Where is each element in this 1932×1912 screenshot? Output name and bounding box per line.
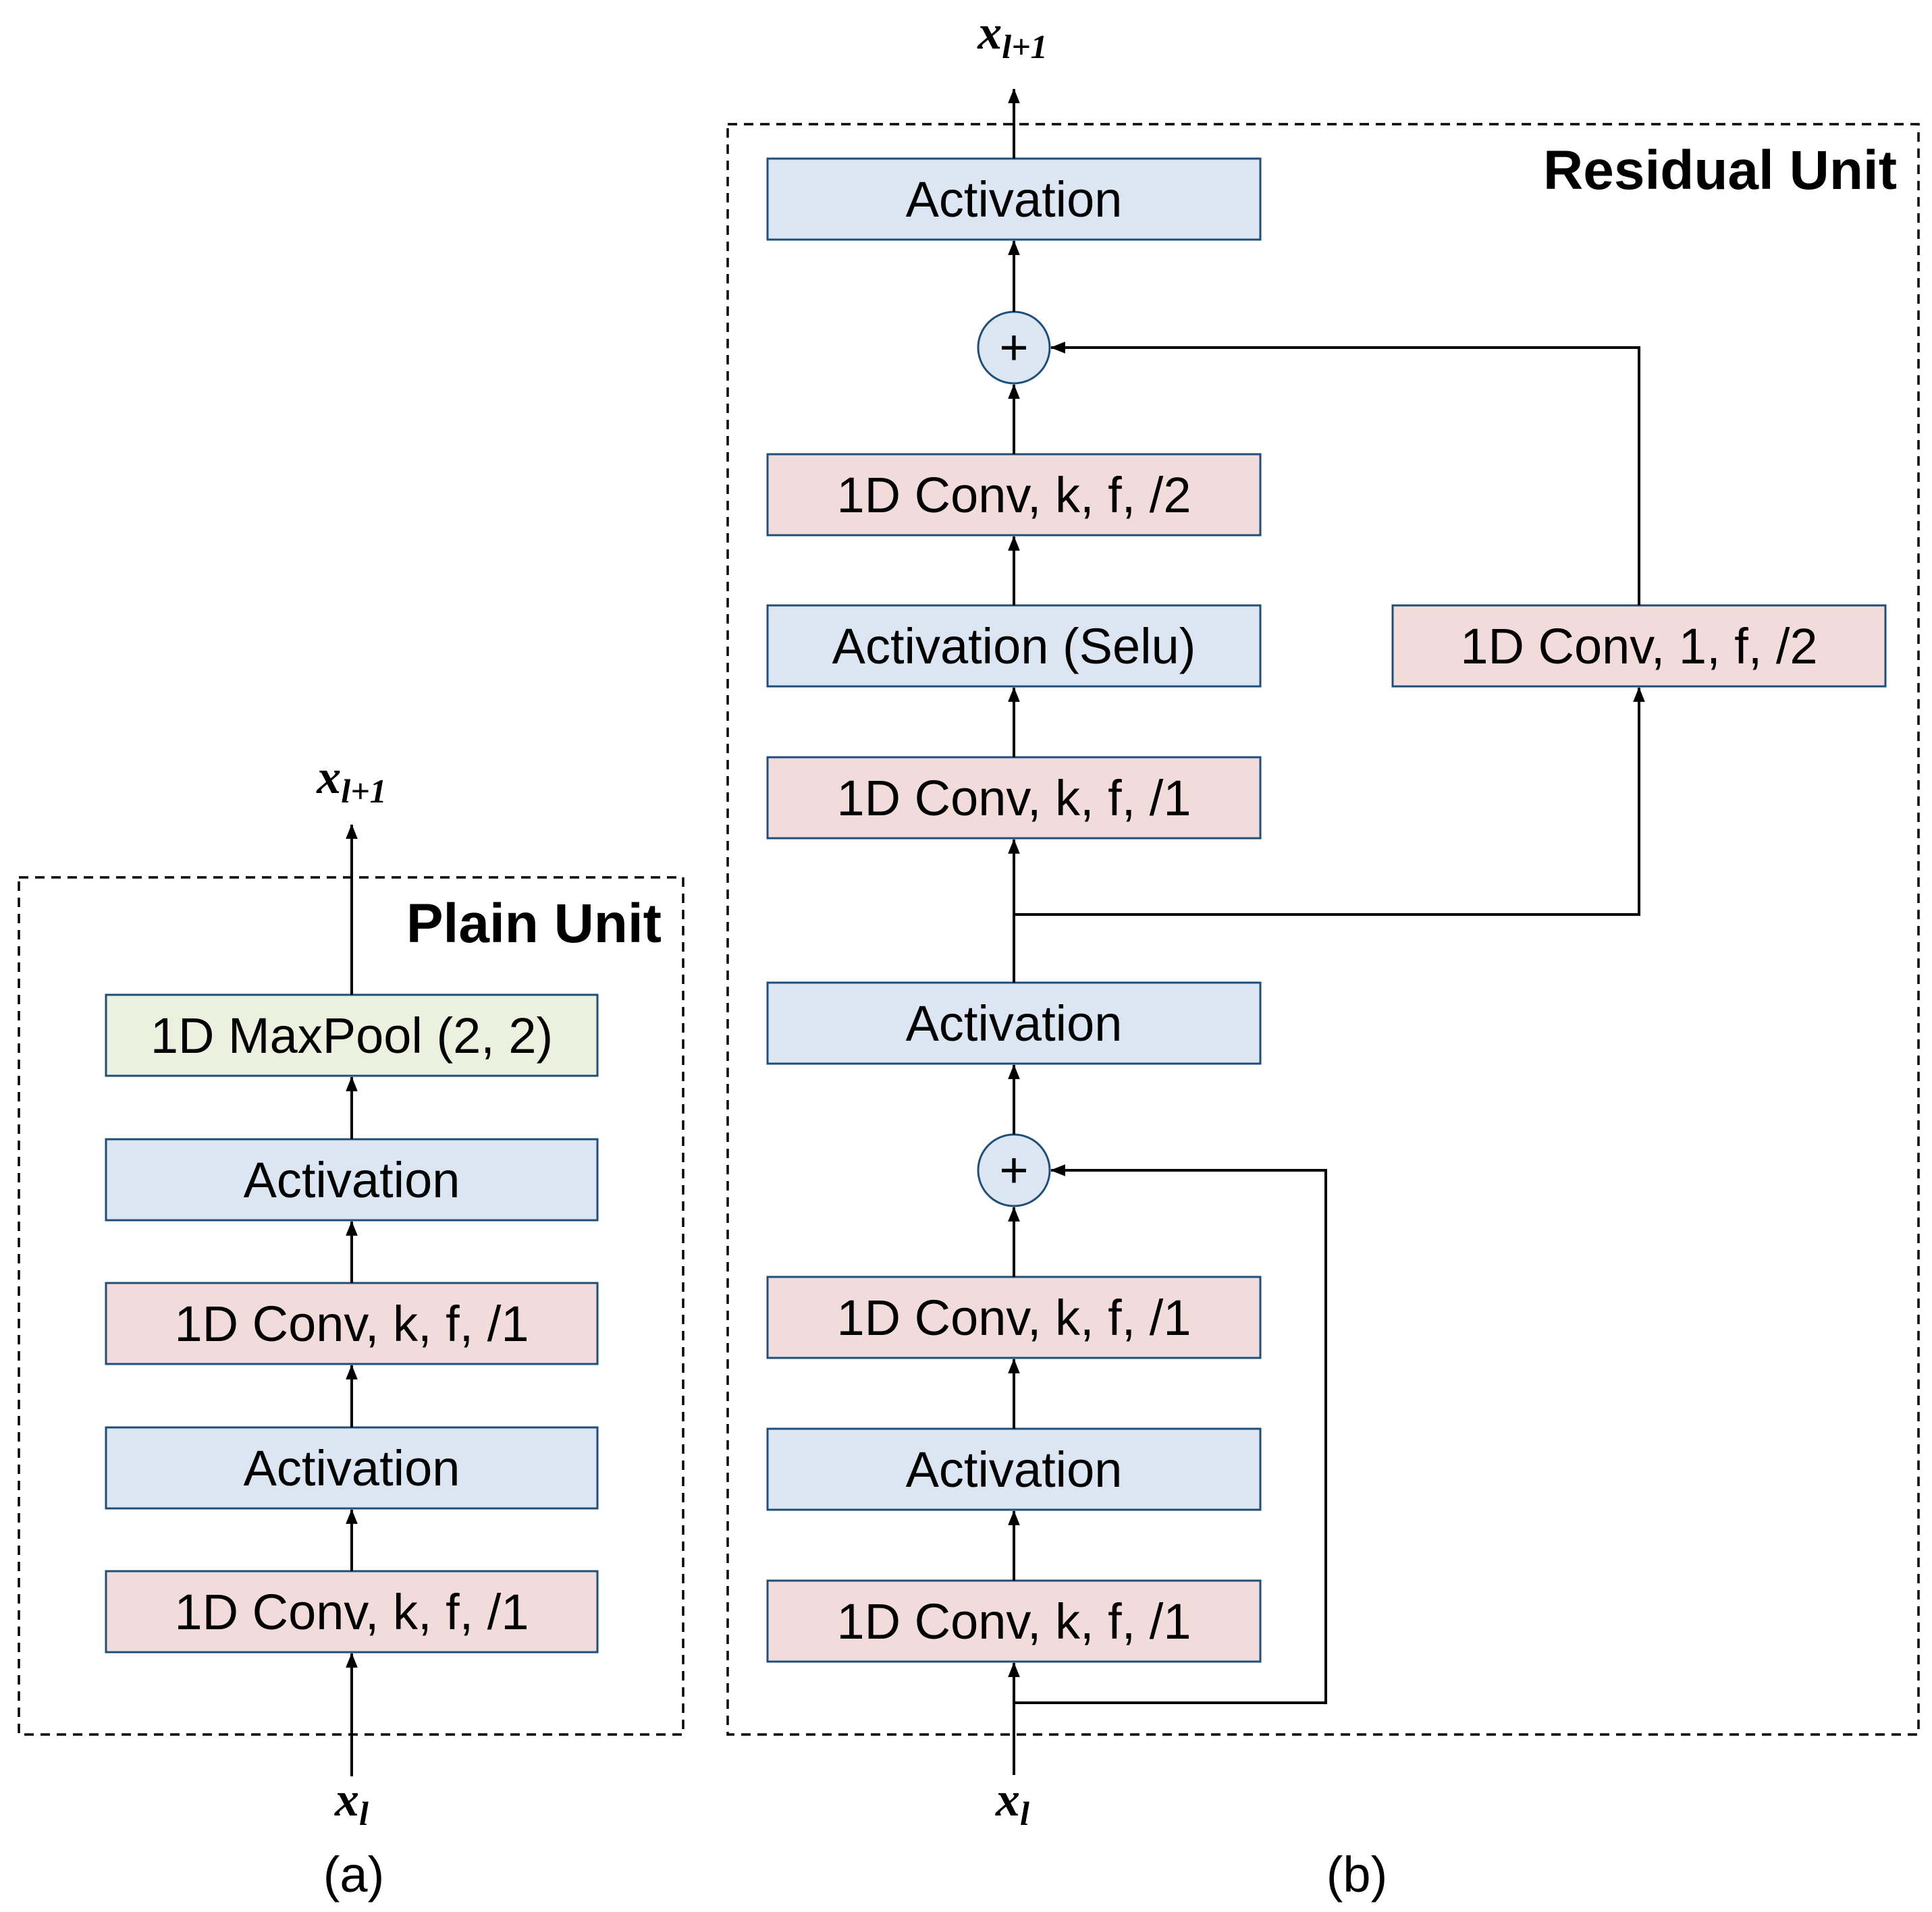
res-add-node-lower: + [977,1133,1051,1207]
plain-box-activation-1: Activation [105,1426,599,1510]
plain-unit: Plain Unit 1D MaxPool (2, 2) Activation … [18,750,685,1903]
res-box-conv-lower-2-rect [766,1276,1262,1359]
plain-unit-caption: (a) [323,1847,384,1903]
plain-box-maxpool: 1D MaxPool (2, 2) [105,993,599,1077]
res-input-label: xl [995,1772,1029,1832]
plain-box-conv-1-rect [105,1570,599,1654]
res-box-conv-lower-2-label: 1D Conv, k, f, /1 [836,1290,1191,1346]
res-box-activation-low-rect [766,1427,1262,1511]
res-box-shortcut-conv-label: 1D Conv, 1, f, /2 [1460,618,1817,674]
residual-unit-caption: (b) [1326,1847,1387,1903]
res-skip-upper-branch [1014,686,1645,916]
res-box-conv-upper: 1D Conv, k, f, /1 [766,756,1262,840]
plain-box-conv-1: 1D Conv, k, f, /1 [105,1570,599,1654]
res-add-node-upper-symbol: + [999,319,1028,375]
plain-input-sub: l [359,1795,369,1832]
res-box-conv-stride2: 1D Conv, k, f, /2 [766,453,1262,537]
res-box-activation-top-label: Activation [906,171,1123,227]
res-input-var: x [995,1772,1020,1826]
res-input-sub: l [1020,1795,1029,1832]
res-box-activation-mid-label: Activation [906,995,1123,1051]
res-box-activation-low-label: Activation [906,1442,1123,1498]
res-box-conv-upper-rect [766,756,1262,840]
plain-input-var: x [334,1772,359,1826]
res-box-activation-selu-label: Activation (Selu) [832,618,1196,674]
res-box-activation-mid-rect [766,981,1262,1065]
plain-unit-title: Plain Unit [406,893,662,954]
plain-box-activation-1-label: Activation [244,1440,460,1496]
residual-unit-title: Residual Unit [1543,140,1897,201]
plain-box-conv-1-label: 1D Conv, k, f, /1 [174,1584,529,1640]
res-output-sub: l+1 [1002,28,1047,65]
plain-box-activation-2-label: Activation [244,1152,460,1208]
plain-box-activation-2-rect [105,1138,599,1222]
plain-box-activation-2: Activation [105,1138,599,1222]
res-box-shortcut-conv: 1D Conv, 1, f, /2 [1391,604,1887,688]
res-skip-lower [1014,1164,1327,1704]
res-arrows [1008,88,1645,1775]
res-box-activation-top: Activation [766,157,1262,241]
plain-box-maxpool-label: 1D MaxPool (2, 2) [151,1008,553,1064]
res-box-conv-lower-1-rect [766,1579,1262,1663]
res-box-activation-selu: Activation (Selu) [766,604,1262,688]
res-box-conv-lower-2: 1D Conv, k, f, /1 [766,1276,1262,1359]
res-add-node-lower-symbol: + [999,1142,1028,1198]
res-box-conv-lower-1: 1D Conv, k, f, /1 [766,1579,1262,1663]
res-output-var: x [977,5,1002,59]
res-box-conv-lower-1-label: 1D Conv, k, f, /1 [836,1593,1191,1649]
plain-output-sub: l+1 [341,772,386,810]
plain-output-var: x [316,750,341,804]
res-box-activation-selu-rect [766,604,1262,688]
residual-unit-border [726,123,1920,1736]
plain-box-conv-2-label: 1D Conv, k, f, /1 [174,1296,529,1352]
res-skip-upper-merge [1050,342,1640,605]
plain-input-label: xl [334,1772,369,1832]
res-box-conv-stride2-label: 1D Conv, k, f, /2 [836,467,1191,523]
res-box-conv-upper-label: 1D Conv, k, f, /1 [836,770,1191,826]
plain-box-conv-2: 1D Conv, k, f, /1 [105,1282,599,1365]
residual-unit: Residual Unit Activation 1D Conv, k, f, … [726,5,1920,1903]
res-output-label: xl+1 [977,5,1047,65]
res-add-node-upper: + [977,310,1051,385]
res-box-activation-low: Activation [766,1427,1262,1511]
plain-output-label: xl+1 [316,750,386,810]
plain-box-activation-1-rect [105,1426,599,1510]
res-box-activation-mid: Activation [766,981,1262,1065]
